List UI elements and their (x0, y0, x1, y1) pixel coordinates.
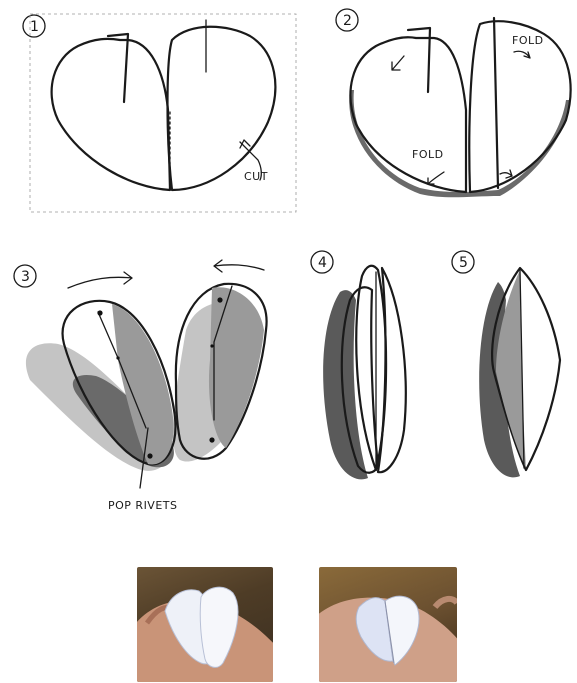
s2-arrow-left (392, 56, 404, 70)
step-1-panel: 1 CUT (23, 14, 296, 212)
left-tab (108, 34, 128, 102)
fold-label-bottom: FOLD (412, 148, 444, 161)
s3-arrow-left (214, 260, 264, 272)
step-2-number: 2 (343, 13, 352, 29)
rivet-3 (147, 453, 152, 458)
rivet-6 (209, 437, 214, 442)
s3-right-shade (209, 287, 264, 448)
step-2-panel: 2 FOLD FOLD (336, 9, 571, 197)
step-4-panel: 4 (311, 251, 406, 479)
finger-right (435, 599, 457, 607)
s2-left-lobe (350, 37, 466, 192)
right-lobe (168, 27, 276, 190)
rivet-1 (97, 310, 102, 315)
step-5-panel: 5 (452, 251, 560, 477)
left-lobe (52, 39, 170, 190)
step-3-panel: 3 POP RIVETS (14, 260, 267, 512)
photo-right-scene (319, 567, 457, 682)
photo-left-scene (137, 567, 273, 682)
s2-right-slit (494, 18, 498, 188)
photo-hand-left (137, 567, 273, 682)
rivet-4 (217, 297, 222, 302)
photo-hand-right (319, 567, 457, 682)
fold-label-top: FOLD (512, 34, 544, 47)
rivet-5 (210, 344, 213, 347)
step-2-shadow (349, 90, 570, 197)
s2-arrow-bottom-left (428, 172, 444, 184)
step-1-number: 1 (30, 19, 39, 35)
pop-rivets-label: POP RIVETS (108, 499, 178, 512)
step-5-number: 5 (459, 255, 468, 271)
cut-label: CUT (244, 170, 268, 183)
rivet-2 (116, 356, 119, 359)
s3-arrow-right (68, 272, 132, 288)
s2-arrow-right-top (514, 51, 530, 58)
step-3-number: 3 (21, 269, 30, 285)
step-4-number: 4 (318, 255, 327, 271)
s2-arrow-bottom-right (500, 170, 512, 178)
